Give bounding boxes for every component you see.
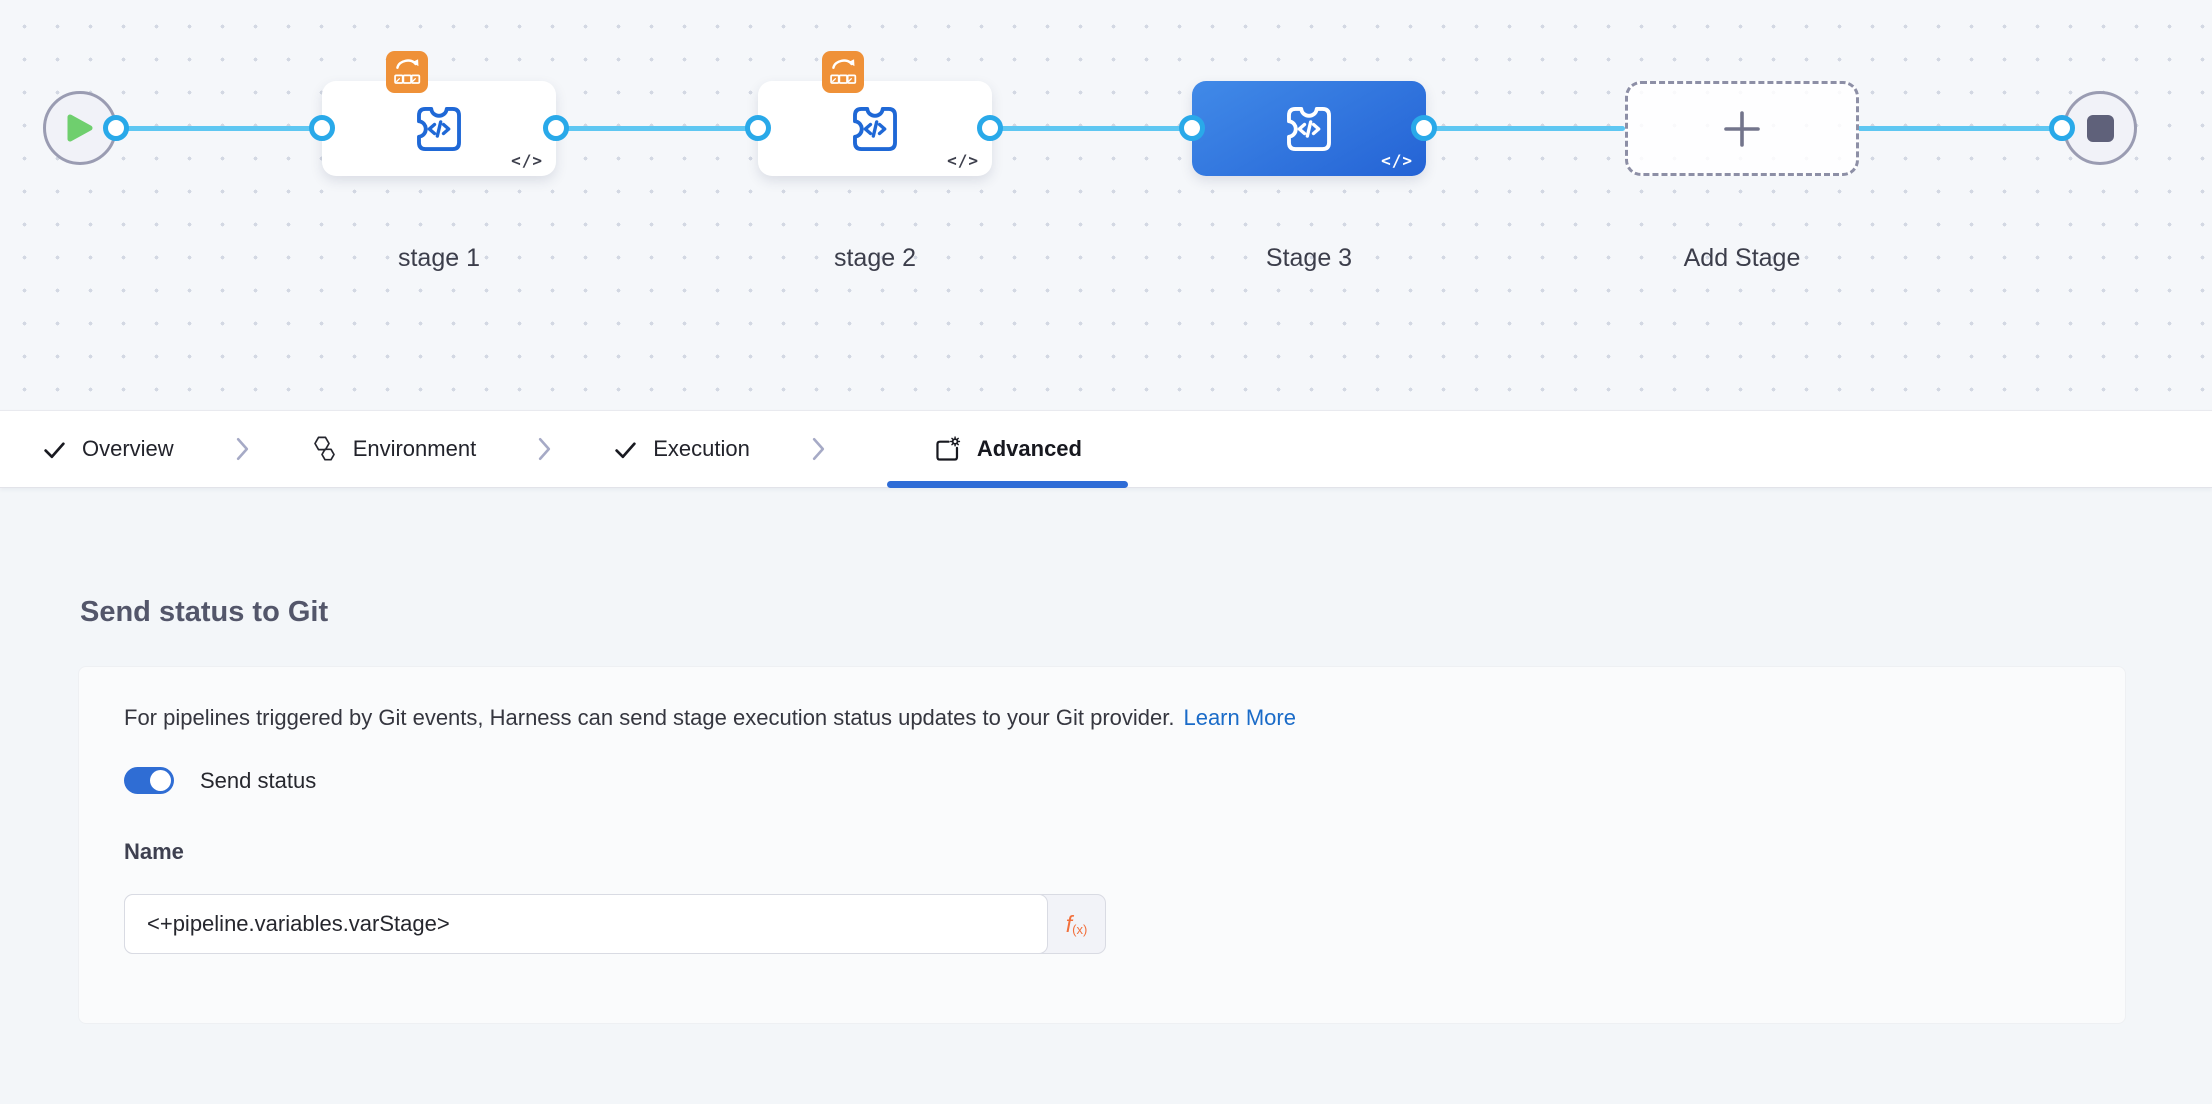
send-status-toggle[interactable] — [124, 767, 174, 794]
connector-dot — [1411, 115, 1437, 141]
advanced-tab-content: Send status to Git For pipelines trigger… — [0, 488, 2212, 1104]
yaml-code-tag: </> — [1381, 151, 1413, 170]
tab-execution[interactable]: Execution — [613, 411, 750, 487]
edge-stage3-addstage — [1424, 126, 1625, 131]
stage-label: stage 2 — [833, 244, 916, 272]
name-field-group: f (x) — [124, 894, 1106, 954]
pipeline-end-node — [2063, 91, 2137, 165]
custom-stage-icon — [1287, 106, 1331, 151]
stage-label: stage 1 — [397, 244, 480, 272]
name-input[interactable] — [124, 894, 1048, 954]
toggle-label: Send status — [200, 767, 317, 793]
rolling-strategy-badge-icon — [822, 51, 864, 93]
add-stage-button[interactable] — [1625, 81, 1859, 176]
section-heading: Send status to Git — [80, 596, 329, 628]
check-icon — [44, 441, 65, 458]
connector-dot — [977, 115, 1003, 141]
yaml-code-tag: </> — [947, 151, 979, 170]
fx-label-sub: (x) — [1072, 921, 1088, 937]
edge-addstage-end — [1857, 126, 2062, 131]
stage-config-tabbar: Overview Environment Execution — [0, 410, 2212, 488]
tab-overview[interactable]: Overview — [42, 411, 174, 487]
tab-label: Overview — [82, 436, 174, 461]
description-text: For pipelines triggered by Git events, H… — [124, 705, 1175, 730]
chevron-right-icon — [538, 437, 551, 461]
add-stage-label: Add Stage — [1683, 244, 1801, 272]
tab-label: Environment — [352, 436, 477, 461]
rolling-strategy-badge-icon — [386, 51, 428, 93]
connector-dot — [543, 115, 569, 141]
tab-environment[interactable]: Environment — [311, 411, 477, 487]
connector-dot — [745, 115, 771, 141]
tab-label: Execution — [653, 436, 750, 461]
tab-advanced[interactable]: Advanced — [886, 411, 1128, 488]
stage-node-stage3-selected[interactable]: </> — [1192, 81, 1426, 176]
tab-label: Advanced — [976, 436, 1082, 461]
stage-node-stage1[interactable]: </> — [322, 51, 556, 176]
edge-stage2-stage3 — [990, 126, 1192, 131]
stage-label: Stage 3 — [1265, 244, 1353, 272]
chevron-right-icon — [812, 437, 825, 461]
active-tab-indicator — [886, 481, 1128, 488]
toggle-knob — [150, 770, 171, 791]
settings-card-icon — [936, 435, 960, 461]
connector-dot — [309, 115, 335, 141]
edge-start-stage1 — [118, 126, 322, 131]
stop-icon — [2086, 114, 2114, 142]
pipeline-canvas[interactable]: </> </> </> — [0, 0, 2212, 410]
connector-dot — [103, 115, 129, 141]
check-icon — [615, 441, 636, 458]
learn-more-link[interactable]: Learn More — [1183, 705, 1296, 730]
custom-stage-icon — [417, 106, 461, 151]
play-icon — [67, 114, 93, 142]
chevron-right-icon — [236, 437, 249, 461]
connector-dot — [1179, 115, 1205, 141]
stage-node-stage2[interactable]: </> — [758, 51, 992, 176]
hexagons-icon — [313, 436, 335, 461]
name-field-label: Name — [124, 839, 184, 864]
send-status-card: For pipelines triggered by Git events, H… — [78, 666, 2126, 1024]
custom-stage-icon — [853, 106, 897, 151]
edge-stage1-stage2 — [556, 126, 758, 131]
yaml-code-tag: </> — [511, 151, 543, 170]
connector-dot — [2049, 115, 2075, 141]
expression-fx-button[interactable]: f (x) — [1048, 895, 1105, 953]
fx-label-main: f — [1065, 910, 1073, 937]
plus-icon — [1724, 110, 1760, 147]
